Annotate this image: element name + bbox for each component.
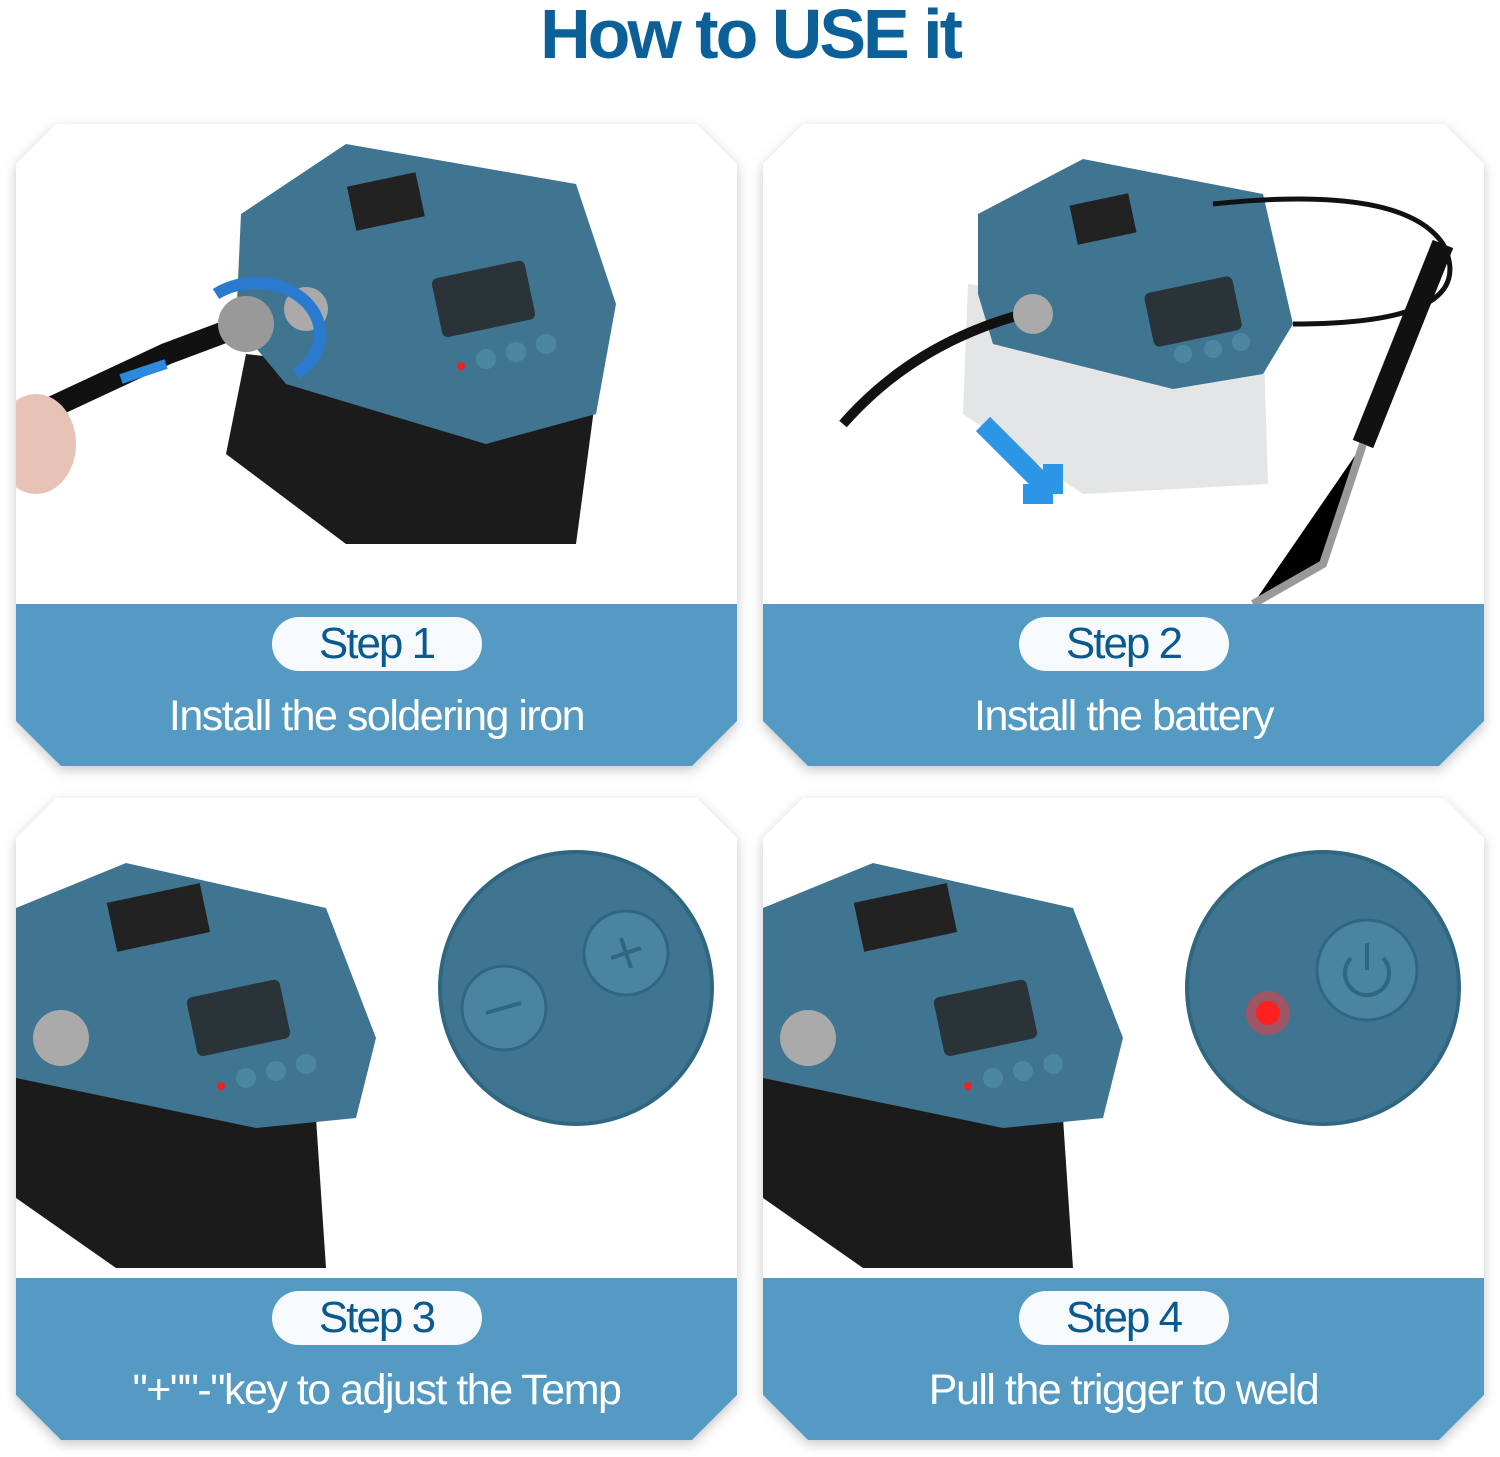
- device-power-button-image: [763, 850, 1461, 1268]
- step-banner: Step 4 Pull the trigger to weld: [763, 1278, 1484, 1440]
- step-badge: Step 3: [271, 1291, 482, 1345]
- step-card-1: Step 1 Install the soldering iron: [16, 124, 737, 766]
- step-card-3: Step 3 "+""-"key to adjust the Temp: [16, 798, 737, 1440]
- page-title: How to USE it: [540, 0, 963, 73]
- step-badge: Step 2: [1018, 617, 1229, 671]
- step-caption: Install the soldering iron: [168, 692, 586, 740]
- step-caption: "+""-"key to adjust the Temp: [132, 1366, 622, 1414]
- step-card-4: Step 4 Pull the trigger to weld: [763, 798, 1484, 1440]
- step-banner: Step 1 Install the soldering iron: [16, 604, 737, 766]
- step-card-2: Step 2 Install the battery: [763, 124, 1484, 766]
- step-badge: Step 4: [1018, 1291, 1229, 1345]
- step-banner: Step 2 Install the battery: [763, 604, 1484, 766]
- step-caption: Pull the trigger to weld: [928, 1366, 1320, 1414]
- step-banner: Step 3 "+""-"key to adjust the Temp: [16, 1278, 737, 1440]
- step-caption: Install the battery: [974, 692, 1274, 740]
- device-temp-keys-image: [16, 850, 714, 1268]
- device-battery-install-image: [839, 159, 1454, 604]
- step-badge: Step 1: [271, 617, 482, 671]
- device-with-iron-connector-image: [16, 144, 616, 544]
